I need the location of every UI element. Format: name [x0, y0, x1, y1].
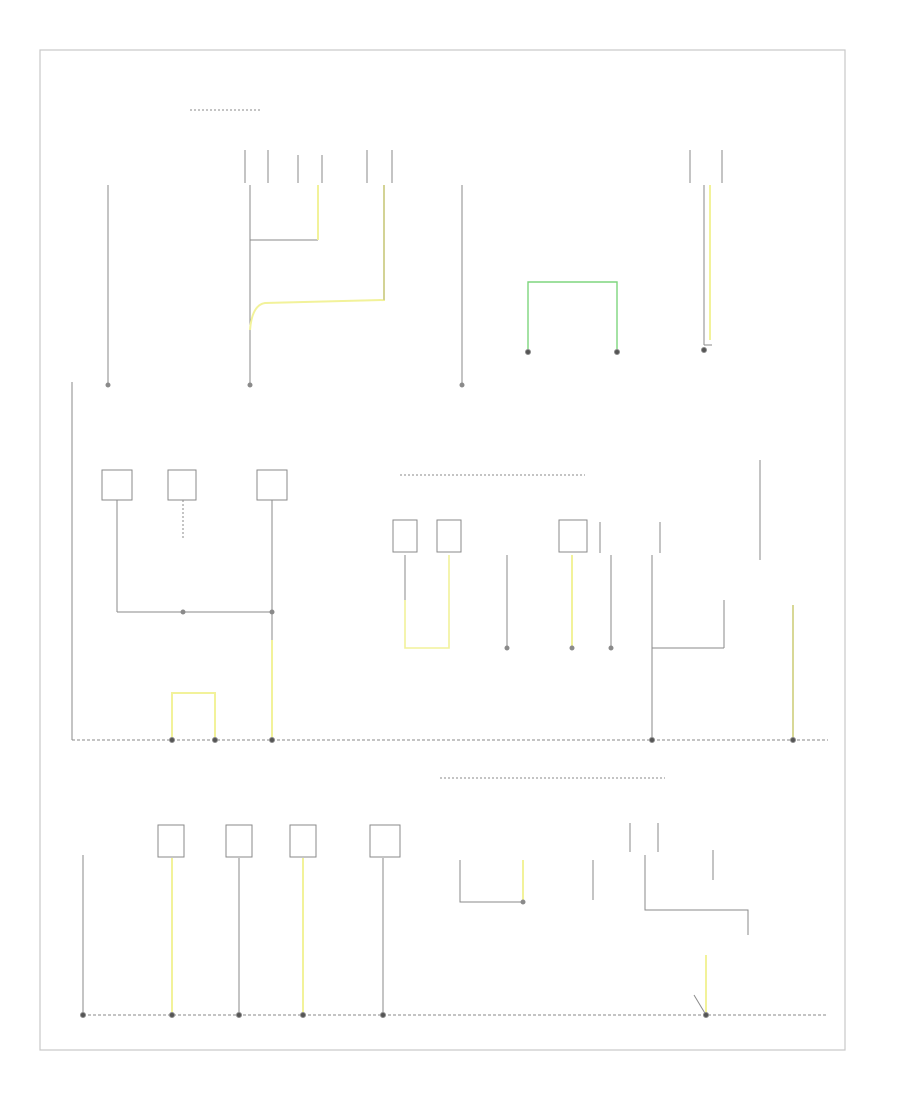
- diagram-frame: [39, 49, 846, 1051]
- top-section: [105, 109, 723, 388]
- bottom-section: [80, 777, 828, 1018]
- middle-section: [71, 382, 828, 743]
